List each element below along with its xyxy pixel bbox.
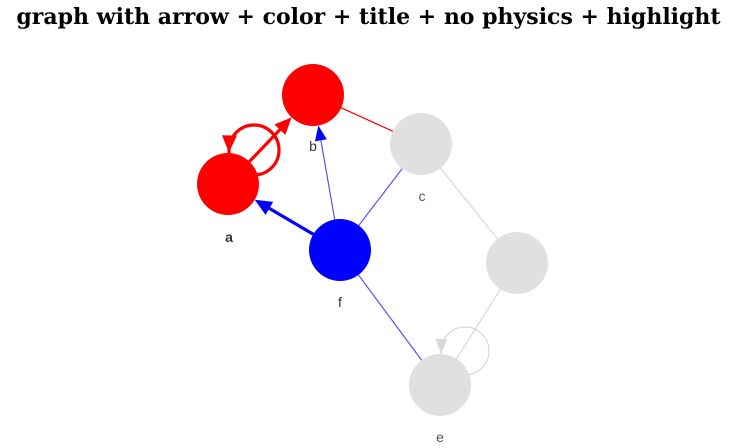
- nodes-layer: [197, 64, 548, 416]
- page-title: graph with arrow + color + title + no ph…: [16, 4, 721, 30]
- node-label-b: b: [309, 138, 317, 154]
- node-label-c: c: [419, 188, 426, 204]
- node-f[interactable]: [309, 219, 371, 281]
- edge-f-b-arrowhead: [314, 125, 327, 142]
- node-label-e: e: [436, 429, 444, 445]
- edge-a-a-arrowhead: [221, 135, 237, 153]
- node-e[interactable]: [409, 354, 471, 416]
- node-b[interactable]: [282, 64, 344, 126]
- node-label-f: f: [338, 294, 342, 310]
- node-label-a: a: [225, 229, 233, 245]
- labels-layer: a b c e f: [225, 138, 444, 445]
- edge-a-b-arrowhead: [274, 117, 292, 135]
- node-c[interactable]: [390, 113, 452, 175]
- edge-e-e-arrowhead: [435, 338, 448, 354]
- node-a[interactable]: [197, 153, 259, 215]
- edge-f-a-arrowhead: [254, 199, 274, 215]
- node-d[interactable]: [486, 232, 548, 294]
